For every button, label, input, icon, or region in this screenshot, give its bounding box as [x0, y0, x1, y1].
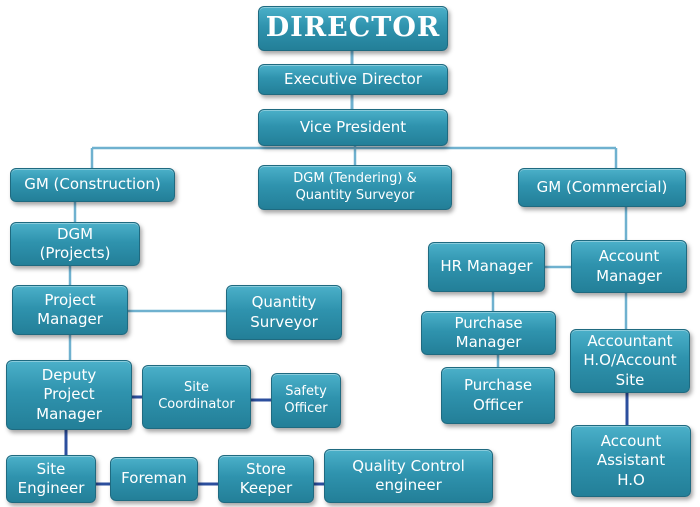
gm-construction-box: GM (Construction)	[10, 168, 175, 202]
store-keeper-box: Store Keeper	[218, 455, 314, 503]
account-assistant-box: Account Assistant H.O	[571, 425, 691, 497]
site-engineer-box: Site Engineer	[6, 455, 96, 503]
purchase-manager-box: Purchase Manager	[421, 311, 556, 355]
quantity-surveyor-box: Quantity Surveyor	[226, 285, 342, 340]
safety-officer-box: Safety Officer	[271, 373, 341, 428]
dgm-tendering-box: DGM (Tendering) & Quantity Surveyor	[258, 165, 452, 210]
purchase-officer-box: Purchase Officer	[441, 367, 555, 424]
accountant-box: Accountant H.O/Account Site	[570, 329, 690, 393]
hr-manager-box: HR Manager	[428, 242, 545, 292]
vice-president-box: Vice President	[258, 109, 448, 146]
project-manager-box: Project Manager	[12, 285, 128, 335]
executive-director-box: Executive Director	[258, 64, 448, 95]
account-manager-box: Account Manager	[571, 240, 687, 293]
deputy-project-manager-box: Deputy Project Manager	[6, 360, 132, 430]
foreman-box: Foreman	[110, 457, 198, 501]
director-box: DIRECTOR	[258, 6, 448, 51]
quality-control-engineer-box: Quality Control engineer	[324, 449, 493, 503]
dgm-projects-box: DGM (Projects)	[10, 222, 140, 266]
site-coordinator-box: Site Coordinator	[142, 365, 251, 429]
gm-commercial-box: GM (Commercial)	[518, 168, 686, 207]
